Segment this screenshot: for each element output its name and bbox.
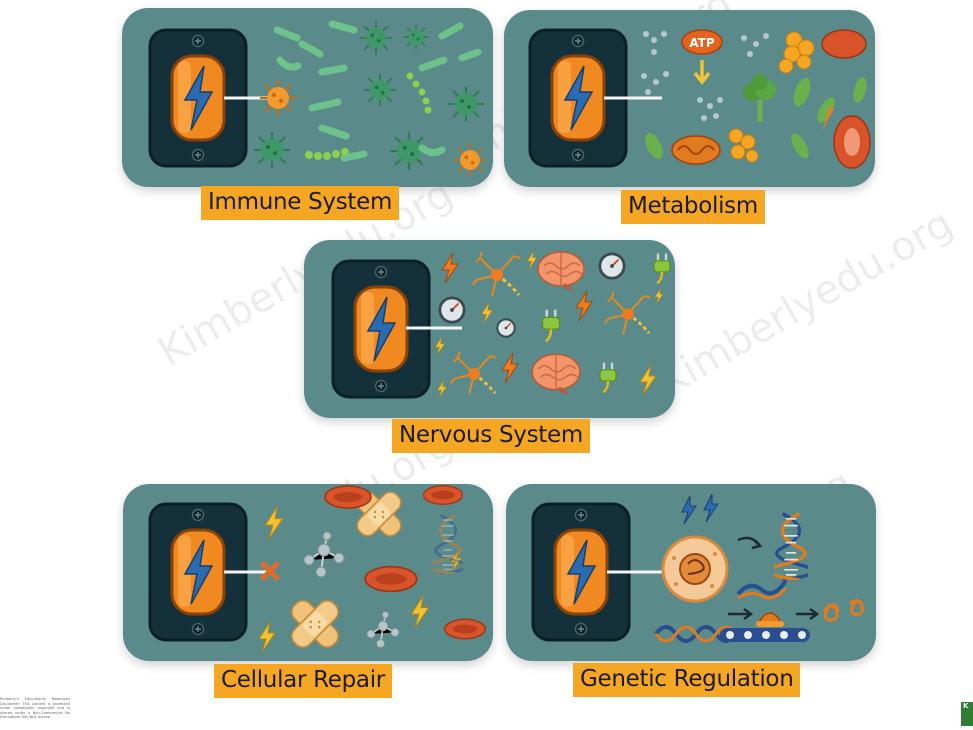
atp-label: ATP [689,36,715,50]
cell-icon [661,535,729,603]
logo: K [961,702,973,726]
arrow-down-icon [693,60,711,85]
green-germ-icon [358,20,394,56]
strep-chain [305,72,432,160]
immune-system-label: Immune System [201,186,400,220]
arrow-right-icon [728,607,754,621]
curved-arrow-icon [737,536,763,550]
nervous-system-panel [304,240,675,418]
metabolism-label: Metabolism [621,190,765,224]
repair-cross-icon [260,561,280,581]
orange-fruit [728,31,815,163]
red-blood-cell-icon [324,485,372,509]
nervous-system-label: Nervous System [392,419,590,453]
atp-badge [681,29,723,55]
broccoli-icon [743,74,776,122]
gauge-icon [438,296,466,324]
bacteria-group [273,20,482,162]
cellular-repair-panel [123,484,493,661]
steak-icon [821,29,867,59]
genetic-regulation-label: Genetic Regulation [573,663,801,697]
disclaimer-text: Kimberly's Educational Resources Disclai… [0,697,70,720]
mitochondria-icon [671,135,721,165]
carrot-icon [822,106,834,132]
protein-icon [822,599,864,622]
immune-system-panel [122,8,493,187]
ribosome-conveyor-icon [720,612,810,642]
glucose-molecules [641,31,769,121]
watermark: Kimberlyedu.org [650,200,961,406]
leaf-group [645,77,867,160]
orange-germ-icon [259,79,297,117]
metabolism-panel: ATP [504,10,875,187]
blue-bolt-icons [681,493,719,525]
genetic-regulation-panel [506,484,876,661]
cellular-repair-label: Cellular Repair [214,664,392,698]
